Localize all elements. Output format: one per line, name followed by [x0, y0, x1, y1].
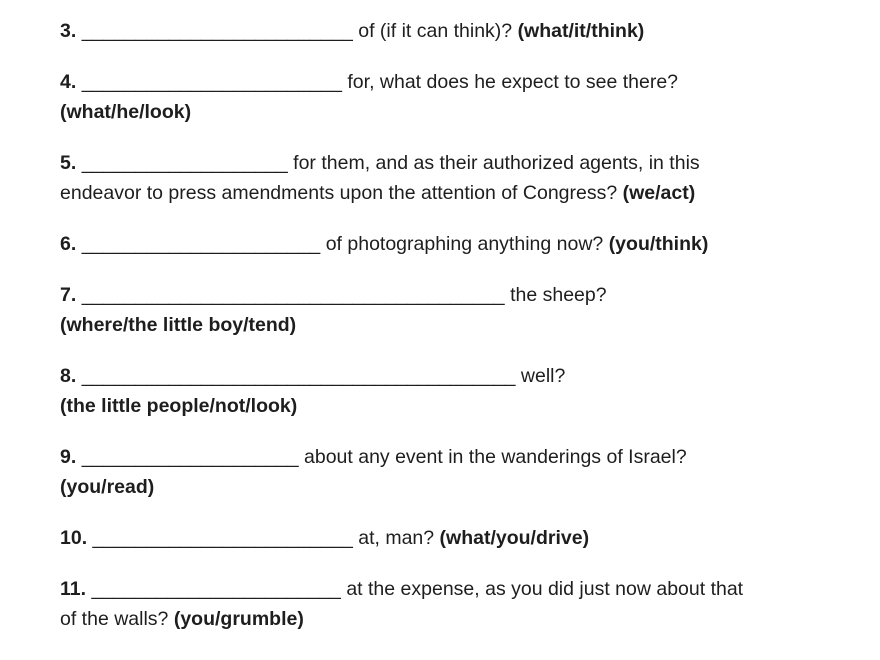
hint-text: (what/he/look) — [60, 101, 192, 123]
answer-blank: _______________________________________ — [81, 284, 505, 306]
question-text: at, man? — [358, 527, 435, 549]
exercise-item: 7. _____________________________________… — [60, 280, 860, 340]
answer-blank: _________________________ — [81, 20, 353, 42]
exercise-line: 8. _____________________________________… — [60, 361, 860, 391]
question-text: for them, and as their authorized agents… — [293, 152, 700, 174]
hint-text: (you/read) — [60, 476, 155, 498]
answer-blank: ________________________ — [81, 71, 342, 93]
exercise-line: (the little people/not/look) — [60, 391, 860, 421]
answer-blank: ________________________________________ — [81, 365, 516, 387]
item-number: 8. — [60, 365, 77, 387]
answer-blank: _______________________ — [91, 578, 341, 600]
item-number: 7. — [60, 284, 77, 306]
question-text: at the expense, as you did just now abou… — [346, 578, 744, 600]
item-number: 11. — [60, 578, 87, 600]
exercise-item: 8. _____________________________________… — [60, 361, 860, 421]
exercise-item: 10. ________________________ at, man? (w… — [60, 523, 860, 553]
exercise-item: 9. ____________________ about any event … — [60, 442, 860, 502]
item-number: 3. — [60, 20, 77, 42]
item-number: 10. — [60, 527, 88, 549]
question-text: of the walls? — [60, 608, 169, 630]
exercise-line: 5. ___________________ for them, and as … — [60, 148, 860, 178]
answer-blank: ________________________ — [92, 527, 353, 549]
hint-text: (the little people/not/look) — [60, 395, 298, 417]
exercise-item: 6. ______________________ of photographi… — [60, 229, 860, 259]
exercise-line: 7. _____________________________________… — [60, 280, 860, 310]
item-number: 6. — [60, 233, 77, 255]
exercise-item: 4. ________________________ for, what do… — [60, 67, 860, 127]
exercise-line: (you/read) — [60, 472, 860, 502]
exercise-line: 6. ______________________ of photographi… — [60, 229, 860, 259]
question-text: endeavor to press amendments upon the at… — [60, 182, 618, 204]
hint-text: (you/grumble) — [173, 608, 304, 630]
item-number: 4. — [60, 71, 77, 93]
exercise-line: 4. ________________________ for, what do… — [60, 67, 860, 97]
exercise-line: 3. _________________________ of (if it c… — [60, 16, 860, 46]
item-number: 5. — [60, 152, 77, 174]
hint-text: (we/act) — [622, 182, 696, 204]
question-text: for, what does he expect to see there? — [347, 71, 679, 93]
item-number: 9. — [60, 446, 77, 468]
hint-text: (what/it/think) — [517, 20, 645, 42]
question-text: of photographing anything now? — [325, 233, 604, 255]
exercise-item: 5. ___________________ for them, and as … — [60, 148, 860, 208]
exercise-line: 9. ____________________ about any event … — [60, 442, 860, 472]
question-text: well? — [520, 365, 566, 387]
exercise-item: 11. _______________________ at the expen… — [60, 574, 860, 634]
exercise-line: of the walls? (you/grumble) — [60, 604, 860, 634]
answer-blank: ____________________ — [81, 446, 299, 468]
hint-text: (you/think) — [608, 233, 709, 255]
question-text: about any event in the wanderings of Isr… — [304, 446, 687, 468]
hint-text: (what/you/drive) — [439, 527, 590, 549]
exercise-line: endeavor to press amendments upon the at… — [60, 178, 860, 208]
question-text: the sheep? — [510, 284, 607, 306]
answer-blank: ___________________ — [81, 152, 288, 174]
exercise-line: 11. _______________________ at the expen… — [60, 574, 860, 604]
exercise-line: 10. ________________________ at, man? (w… — [60, 523, 860, 553]
question-text: of (if it can think)? — [358, 20, 513, 42]
exercise-line: (what/he/look) — [60, 97, 860, 127]
exercise-item: 3. _________________________ of (if it c… — [60, 16, 860, 46]
exercise-line: (where/the little boy/tend) — [60, 310, 860, 340]
answer-blank: ______________________ — [81, 233, 321, 255]
exercise-list: 3. _________________________ of (if it c… — [60, 16, 860, 634]
hint-text: (where/the little boy/tend) — [60, 314, 297, 336]
